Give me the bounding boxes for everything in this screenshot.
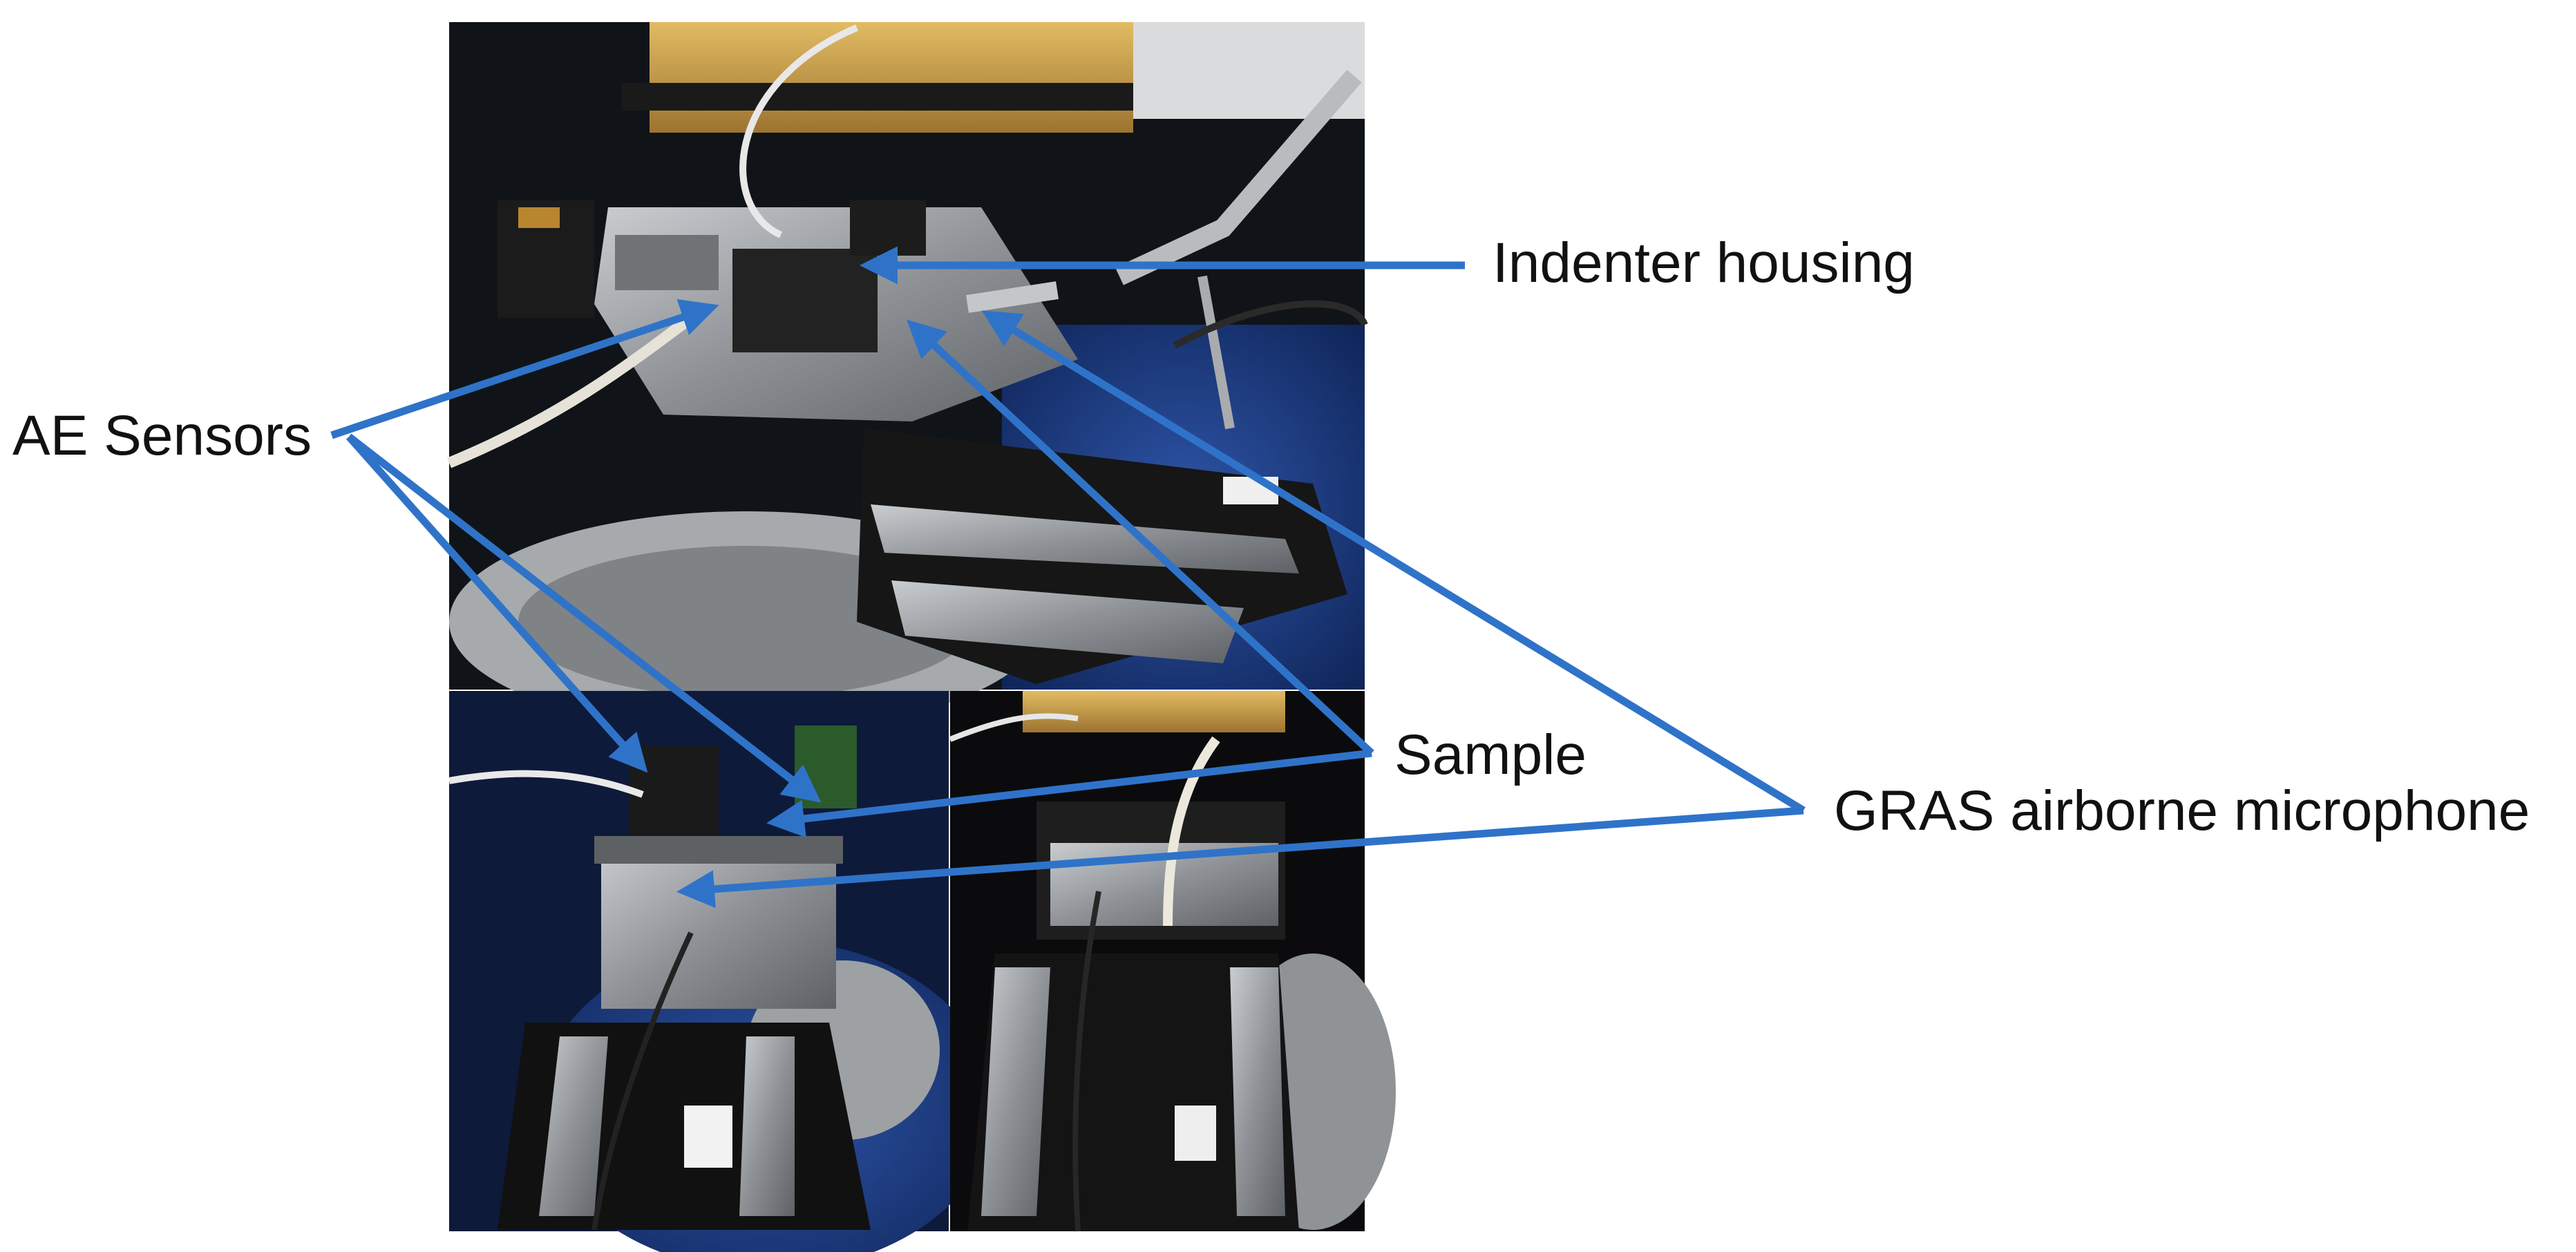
label-gras-microphone: GRAS airborne microphone bbox=[1834, 779, 2530, 842]
arrow-sample-main bbox=[906, 319, 1374, 757]
arrow-ae-sensor-right-detail bbox=[346, 433, 822, 803]
arrow-gras-detail bbox=[676, 806, 1804, 909]
arrow-gras-main bbox=[981, 310, 1806, 814]
label-ae-sensors: AE Sensors bbox=[12, 404, 312, 467]
arrow-ae-sensor-main bbox=[330, 298, 719, 439]
lower-right-detail-photo bbox=[949, 691, 1396, 1232]
label-sample: Sample bbox=[1394, 723, 1587, 786]
label-indenter-housing: Indenter housing bbox=[1493, 231, 1915, 294]
annotation-arrows bbox=[330, 246, 1806, 909]
arrow-sample-detail bbox=[766, 749, 1372, 838]
lower-left-detail-photo bbox=[448, 691, 995, 1252]
arrow-ae-sensor-left-detail bbox=[345, 434, 648, 773]
main-setup-photo bbox=[446, 22, 1368, 732]
